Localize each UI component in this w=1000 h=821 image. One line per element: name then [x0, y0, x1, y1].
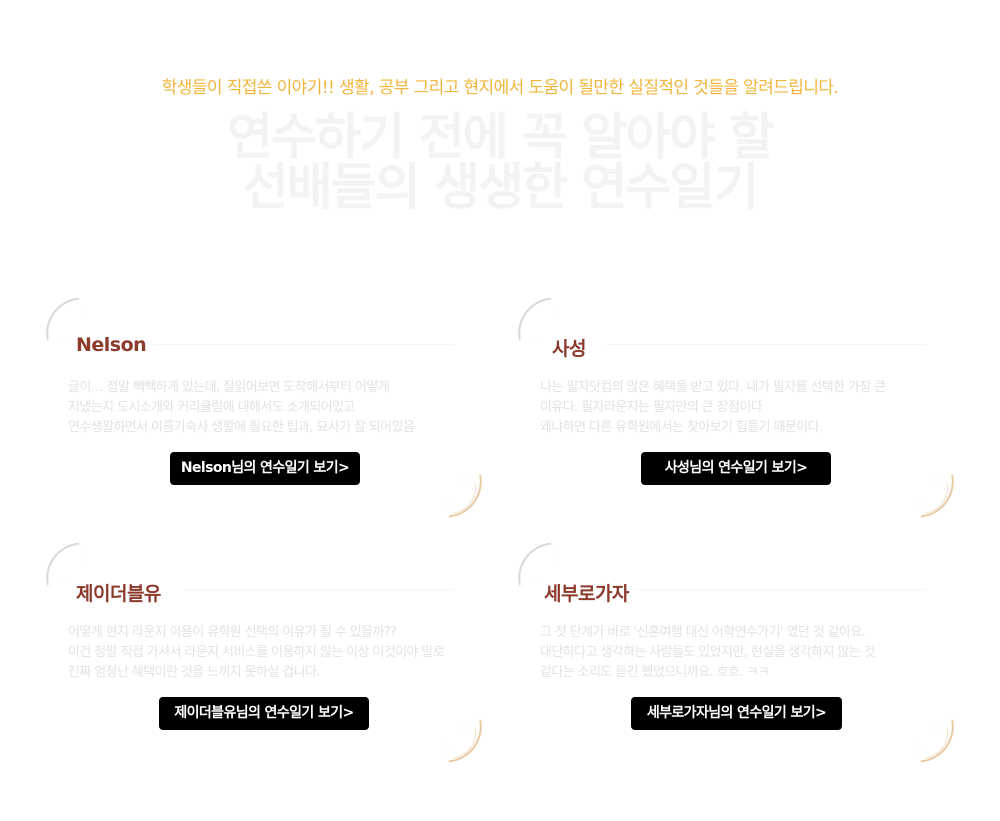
divider — [636, 589, 926, 590]
divider — [154, 344, 454, 345]
diary-card-nelson: Nelson 글이… 정말 빽빽하게 있는데, 잘읽어보면 도착해서부터 어떻게… — [41, 297, 487, 518]
headline-line-2: 선배들의 생생한 연수일기 — [242, 158, 760, 216]
view-diary-button-cebu[interactable]: 세부로가자님의 연수일기 보기> — [631, 697, 842, 730]
author-name: 세부로가자 — [544, 583, 629, 605]
diary-excerpt: 그 첫 단계가 바로 '신혼여행 대신 어학연수가기' 였던 것 같아요. 대단… — [540, 625, 876, 680]
decorative-arc-icon — [513, 297, 557, 341]
page-headline: 연수하기 전에 꼭 알아야 할 선배들의 생생한 연수일기 — [0, 112, 1000, 212]
divider — [184, 589, 454, 590]
view-diary-button-saseong[interactable]: 사성님의 연수일기 보기> — [641, 452, 831, 485]
author-name: Nelson — [76, 334, 147, 356]
diary-excerpt: 어떻게 현지 라운지 이용이 유학원 선택의 이유가 될 수 있을까?? 이건 … — [68, 625, 445, 680]
view-diary-button-jw[interactable]: 제이더블유님의 연수일기 보기> — [159, 697, 369, 730]
page-tagline: 학생들이 직접쓴 이야기!! 생활, 공부 그리고 현지에서 도움이 될만한 실… — [161, 78, 839, 98]
author-name: 사성 — [552, 338, 586, 360]
diary-card-cebu: 세부로가자 그 첫 단계가 바로 '신혼여행 대신 어학연수가기' 였던 것 같… — [513, 542, 959, 763]
author-name: 제이더블유 — [76, 583, 161, 605]
divider — [606, 344, 926, 345]
diary-excerpt: 나는 필자닷컴의 많은 혜택을 받고 있다. 내가 필자를 선택한 가장 큰 이… — [540, 380, 886, 435]
diary-card-saseong: 사성 나는 필자닷컴의 많은 혜택을 받고 있다. 내가 필자를 선택한 가장 … — [513, 297, 959, 518]
diary-card-jw: 제이더블유 어떻게 현지 라운지 이용이 유학원 선택의 이유가 될 수 있을까… — [41, 542, 487, 763]
view-diary-button-nelson[interactable]: Nelson님의 연수일기 보기> — [170, 452, 360, 485]
diary-excerpt: 글이… 정말 빽빽하게 있는데, 잘읽어보면 도착해서부터 어떻게 지냈는지 도… — [68, 380, 415, 435]
headline-line-1: 연수하기 전에 꼭 알아야 할 — [227, 108, 775, 166]
